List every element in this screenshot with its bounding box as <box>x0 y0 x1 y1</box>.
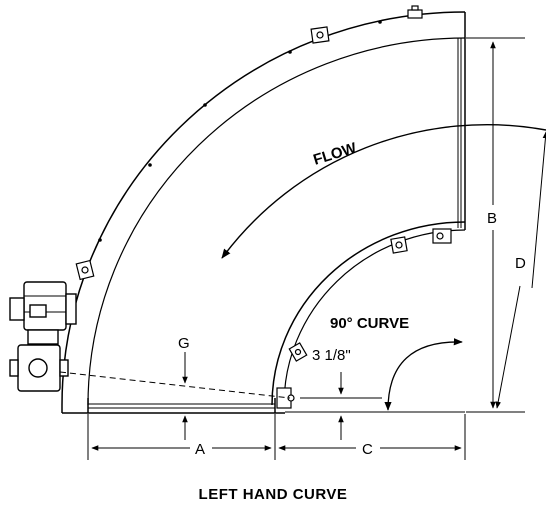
bolt <box>98 238 102 242</box>
bracket-hole <box>316 31 324 39</box>
d-dim-line-top <box>531 131 546 289</box>
bracket-top-knob <box>411 5 419 11</box>
dimension-d <box>495 131 546 409</box>
gearbox-cover <box>9 359 19 377</box>
flow-arrow <box>221 123 546 259</box>
dimension-c-label: C <box>362 441 373 458</box>
bolt <box>378 20 382 24</box>
gearbox-adapter <box>27 329 59 345</box>
rail-bolts <box>68 20 382 322</box>
conveyor-frame <box>61 11 466 414</box>
bracket-hole <box>81 266 89 274</box>
bracket-hole <box>287 394 295 402</box>
dimension-g-label: G <box>178 335 190 352</box>
dimension-b-label: B <box>487 210 497 227</box>
gearbox-coupling <box>59 359 69 377</box>
inner-brackets <box>276 228 452 409</box>
d-dim-line-bottom <box>495 285 521 409</box>
bracket-hole <box>436 232 444 240</box>
curve-angle-arc <box>384 338 463 411</box>
bolt <box>288 50 292 54</box>
bracket-top <box>407 9 423 19</box>
bolt <box>203 103 207 107</box>
g-reference-line <box>59 371 291 399</box>
outer-brackets <box>75 5 423 281</box>
bracket-hole <box>294 348 302 356</box>
gearbox-shaft <box>28 358 48 378</box>
motor-flange <box>65 293 77 325</box>
dimension-a-c <box>87 411 466 460</box>
motor-end-cap <box>9 297 25 321</box>
inner-rail-arc-2 <box>283 229 466 406</box>
bolt <box>148 163 152 167</box>
dimension-a-label: A <box>195 441 205 458</box>
dimension-d-label: D <box>515 255 526 272</box>
drive-motor <box>9 281 77 392</box>
flow-label: FLOW <box>311 139 359 168</box>
offset-dimension-label: 3 1/8" <box>312 347 351 364</box>
bracket-hole <box>395 241 403 249</box>
curve-angle-label: 90° CURVE <box>330 315 409 332</box>
outer-rail-arc <box>61 11 466 406</box>
dimension-b <box>466 37 525 413</box>
diagram-caption: LEFT HAND CURVE <box>198 486 348 503</box>
outer-inner-rail-arc <box>87 37 466 406</box>
motor-junction-box <box>29 304 47 318</box>
inner-rail-arc <box>271 221 466 406</box>
